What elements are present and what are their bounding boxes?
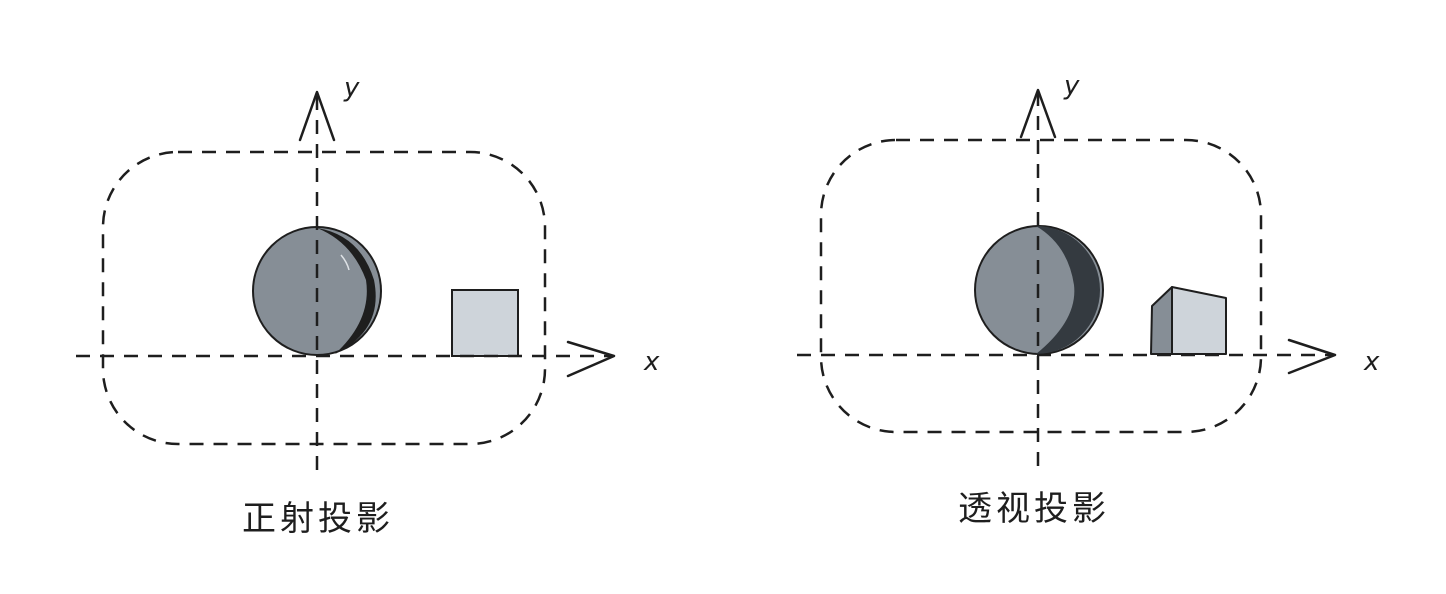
x-axis-arrowhead <box>1287 338 1337 375</box>
panel-caption: 正射投影 <box>242 499 394 539</box>
x-axis-label: x <box>1363 347 1380 377</box>
x-axis-arrowhead <box>566 340 616 378</box>
y-axis-label: y <box>1063 71 1080 101</box>
y-axis-arrowhead <box>1019 88 1057 139</box>
perspective-panel: x y 透视投影 <box>797 71 1380 529</box>
y-axis-arrowhead <box>298 90 336 142</box>
panel-caption: 透视投影 <box>958 489 1110 529</box>
view-frame <box>819 138 1263 434</box>
x-axis-label: x <box>643 347 660 377</box>
y-axis-label: y <box>343 73 360 103</box>
orthographic-panel: x y 正射投影 <box>76 73 660 539</box>
sphere-highlight <box>340 254 350 271</box>
view-frame <box>101 150 547 446</box>
cube-side-face <box>1150 286 1173 355</box>
cube <box>451 289 519 357</box>
sphere-shadow <box>1036 226 1100 354</box>
cube <box>1150 286 1227 355</box>
cube-front-face <box>1171 286 1227 355</box>
sphere-shadow <box>317 228 376 354</box>
